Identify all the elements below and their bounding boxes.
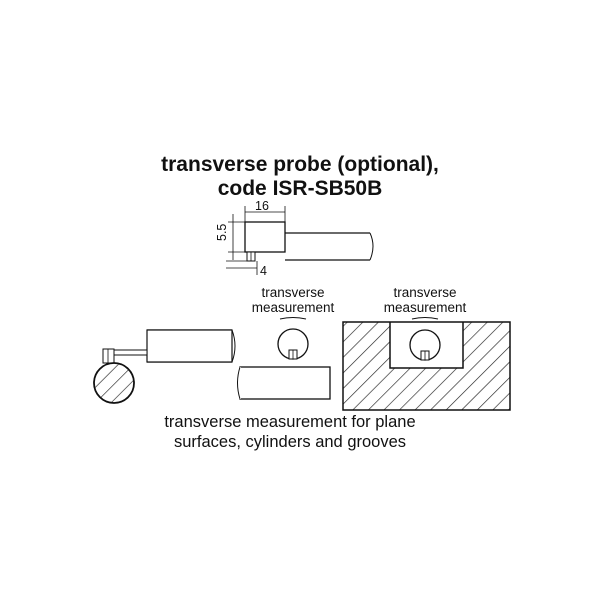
caption-line-2: surfaces, cylinders and grooves (173, 433, 407, 451)
dimension-16: 16 (255, 199, 269, 213)
caption-line-1: transverse measurement for plane (164, 413, 416, 431)
groove-setup (342, 317, 511, 411)
probe-detail (226, 206, 374, 275)
label-groove-line-2: measurement (383, 300, 467, 315)
dimension-4: 4 (260, 264, 267, 278)
title-line-1: transverse probe (optional), (161, 153, 439, 176)
label-groove: transverse measurement (370, 285, 480, 315)
label-plane-line-2: measurement (251, 300, 335, 315)
label-plane-line-1: transverse (261, 285, 325, 300)
cylinder-setup (93, 329, 236, 404)
caption: transverse measurement for plane surface… (110, 412, 470, 452)
label-groove-line-1: transverse (393, 285, 457, 300)
plane-setup (237, 317, 331, 400)
dimension-5-5: 5.5 (215, 224, 229, 241)
label-plane: transverse measurement (238, 285, 348, 315)
title-line-2: code ISR-SB50B (217, 177, 383, 200)
